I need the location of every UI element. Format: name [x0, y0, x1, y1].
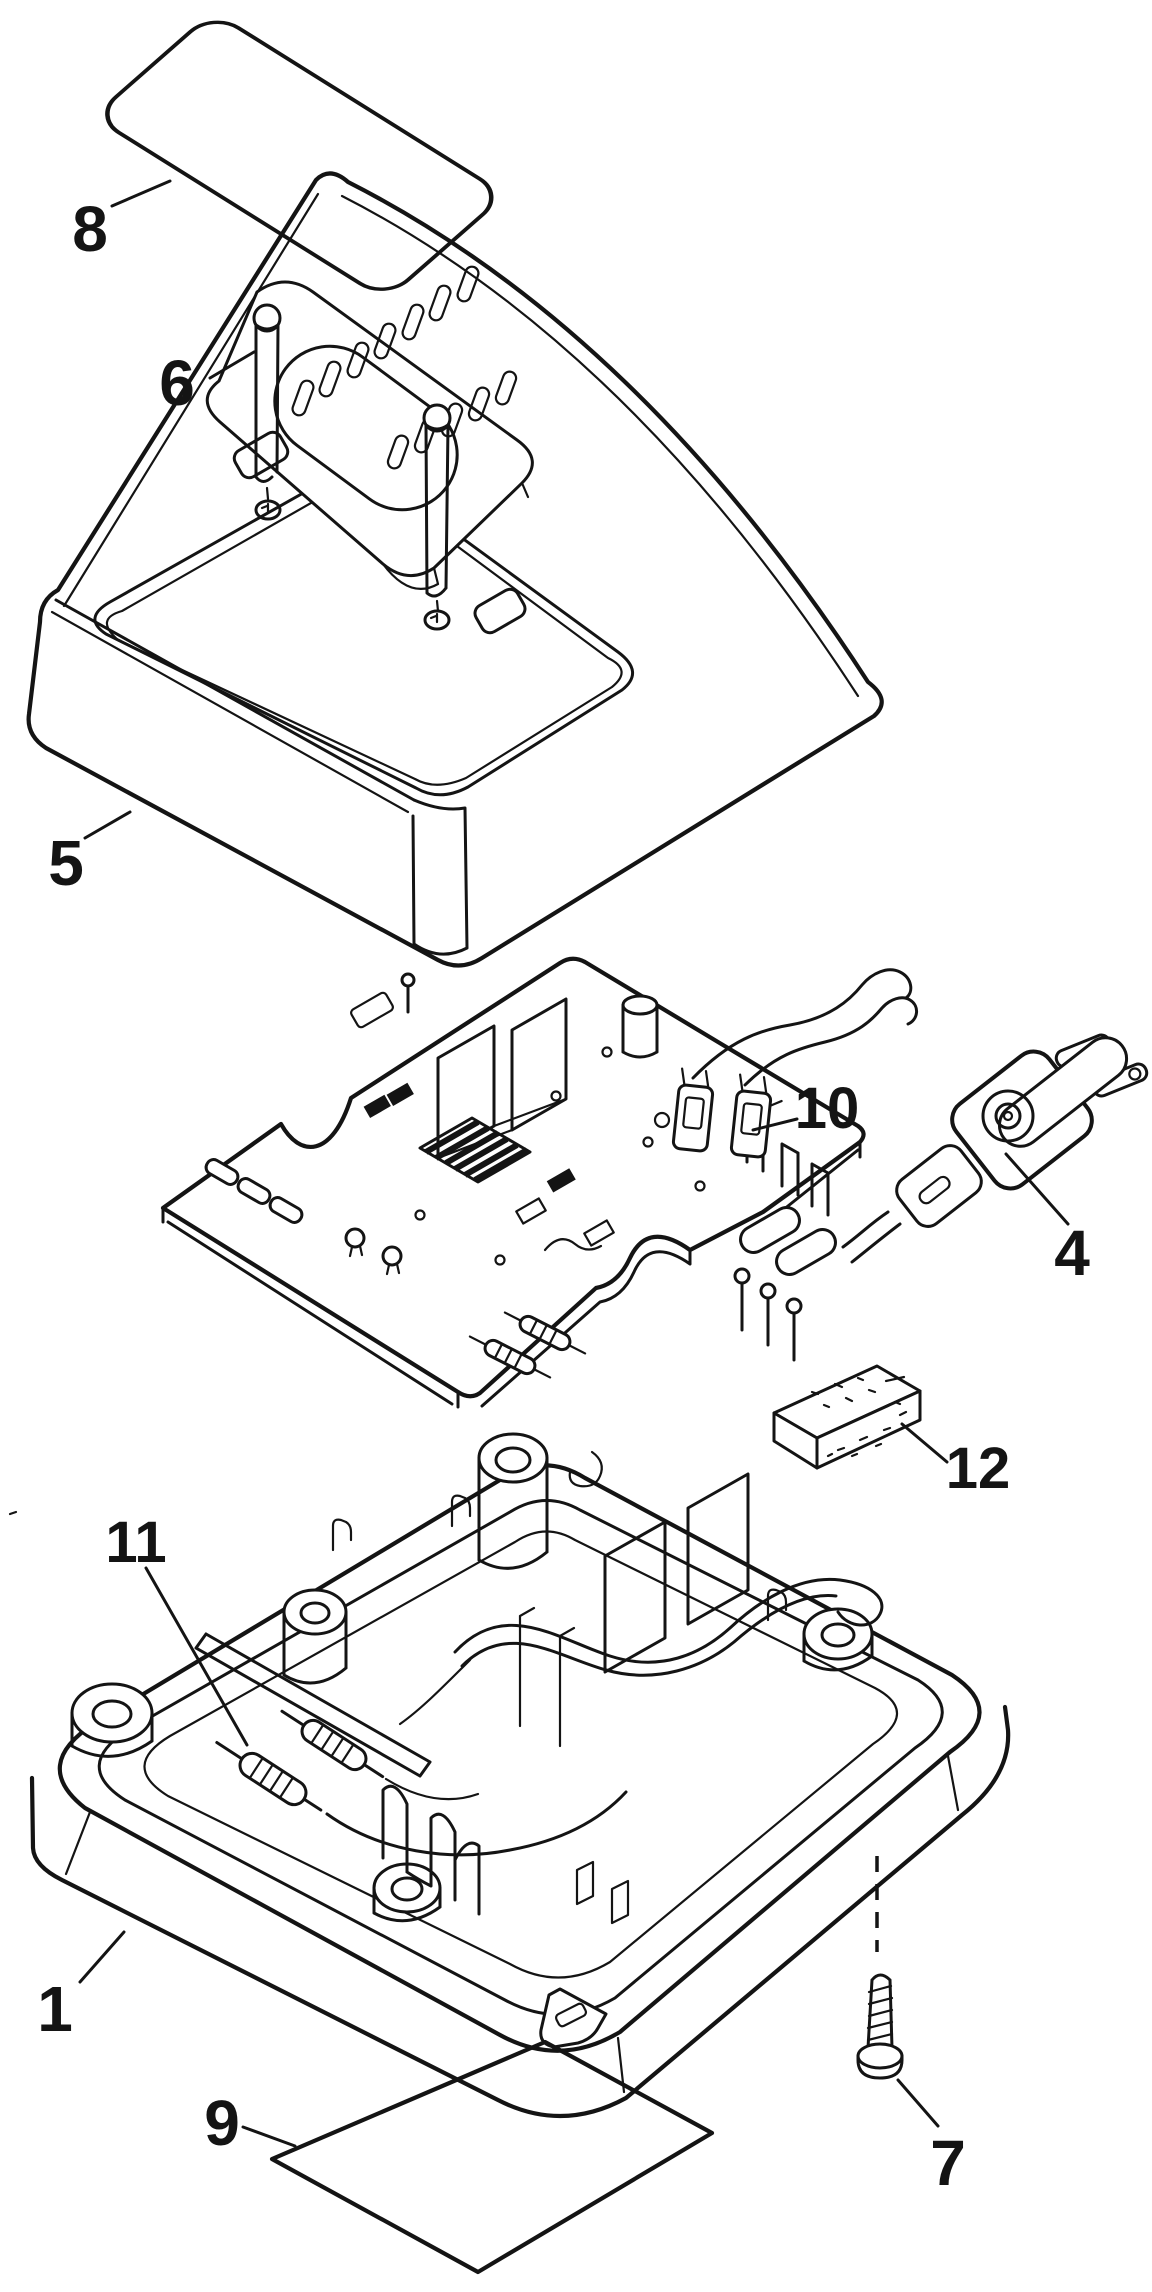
vent-slot [456, 265, 480, 303]
plug-boot [895, 1144, 983, 1228]
part-bottom-sheet [269, 2039, 715, 2275]
cover-front-rim-inner [50, 610, 410, 814]
callout-4-leader [1004, 1152, 1070, 1226]
part-lead-wires [671, 968, 918, 1159]
case-floor-edge [143, 1530, 899, 1979]
wire-terminal [729, 1073, 783, 1159]
case-wire [398, 1450, 884, 1925]
board-holes [414, 1046, 706, 1266]
vent-slot [346, 341, 370, 379]
callout-9-label: 9 [204, 2087, 240, 2159]
vent-slot [386, 434, 410, 470]
board-caps-horizontal [739, 1206, 837, 1276]
case-walls [194, 1472, 788, 1778]
board-diodes [204, 1158, 304, 1224]
callout-6-leader [208, 350, 256, 380]
plug-cord [841, 1210, 902, 1264]
callout-11-leader [144, 1566, 249, 1747]
wire-terminal [671, 1067, 715, 1153]
pin-hole-left [254, 499, 282, 521]
part-screw [856, 1856, 904, 2080]
callout-11-label: 11 [105, 1510, 166, 1575]
board-resistors [468, 1311, 587, 1379]
vent-slot [291, 379, 315, 417]
callout-7-leader [896, 2078, 940, 2128]
wire-strand [691, 968, 913, 1080]
callout-10-leader [751, 1117, 799, 1132]
callout-5-leader [83, 810, 132, 840]
vent-slot [401, 303, 425, 341]
board-pins [350, 972, 803, 1362]
wire-strand [743, 996, 918, 1087]
board-heatsink-fins [418, 1116, 532, 1184]
case-boss-middle [282, 1588, 348, 1685]
callout-8-leader [110, 179, 172, 208]
plug-collar [997, 1036, 1129, 1148]
plug-face-ring [981, 1089, 1035, 1143]
callout-12-leader [900, 1422, 949, 1464]
part-circuit-board [160, 956, 866, 1409]
contact-pin-left [252, 303, 282, 501]
case-skirt [29, 1704, 1011, 2119]
screw-head [856, 2042, 904, 2080]
board-outline [160, 956, 866, 1399]
part-power-plug [841, 1033, 1149, 1264]
callout-10-label: 10 [795, 1076, 860, 1141]
vent-slot [373, 322, 397, 360]
case-boss-left [70, 1682, 154, 1758]
board-capacitor [621, 994, 659, 1059]
cover-opening-left [232, 430, 290, 480]
pin-hole-right [423, 609, 451, 631]
cover-inner-rim-right [340, 194, 860, 698]
cover-front-corner [411, 798, 469, 956]
cover-inner-rim-left [62, 192, 320, 608]
screw-thread [866, 1973, 894, 2050]
case-boss-back [477, 1432, 549, 1570]
callout-8-label: 8 [72, 193, 108, 265]
callout-6-label: 6 [159, 347, 195, 419]
board-chips [363, 1082, 615, 1247]
vent-slots-upper [291, 265, 480, 417]
case-boss-right [802, 1607, 874, 1672]
part-contact-pins [252, 303, 452, 613]
callout-9-leader [241, 2125, 297, 2148]
callout-1-leader [78, 1930, 126, 1984]
vent-slot [467, 386, 491, 422]
callout-12-label: 12 [946, 1436, 1011, 1501]
callout-7-label: 7 [930, 2127, 966, 2199]
cover-front-rim [54, 598, 416, 802]
cover-outline [26, 171, 884, 968]
part-top-cover [26, 171, 884, 968]
case-rim-outer [57, 1463, 982, 2053]
callout-5-label: 5 [48, 827, 84, 899]
case-latch [539, 1987, 608, 2049]
vent-slot [494, 370, 518, 406]
contact-pin-right [422, 403, 452, 613]
case-rim-inner [97, 1499, 944, 2016]
callout-1-label: 1 [37, 1973, 73, 2045]
stray-mark [8, 1510, 18, 1516]
callout-4-label: 4 [1054, 1217, 1090, 1289]
vent-slot [428, 284, 452, 322]
cushion-texture [810, 1375, 908, 1458]
case-comb [381, 1784, 481, 1916]
cover-opening-right [473, 587, 527, 635]
vent-slot [318, 360, 342, 398]
part-bottom-case [29, 1432, 1011, 2119]
part-resistor [215, 1709, 628, 1857]
part-top-sheet [105, 20, 494, 291]
board-transistors [344, 1227, 403, 1276]
part-cushion-block [772, 1364, 922, 1470]
cover-platform [205, 280, 534, 590]
